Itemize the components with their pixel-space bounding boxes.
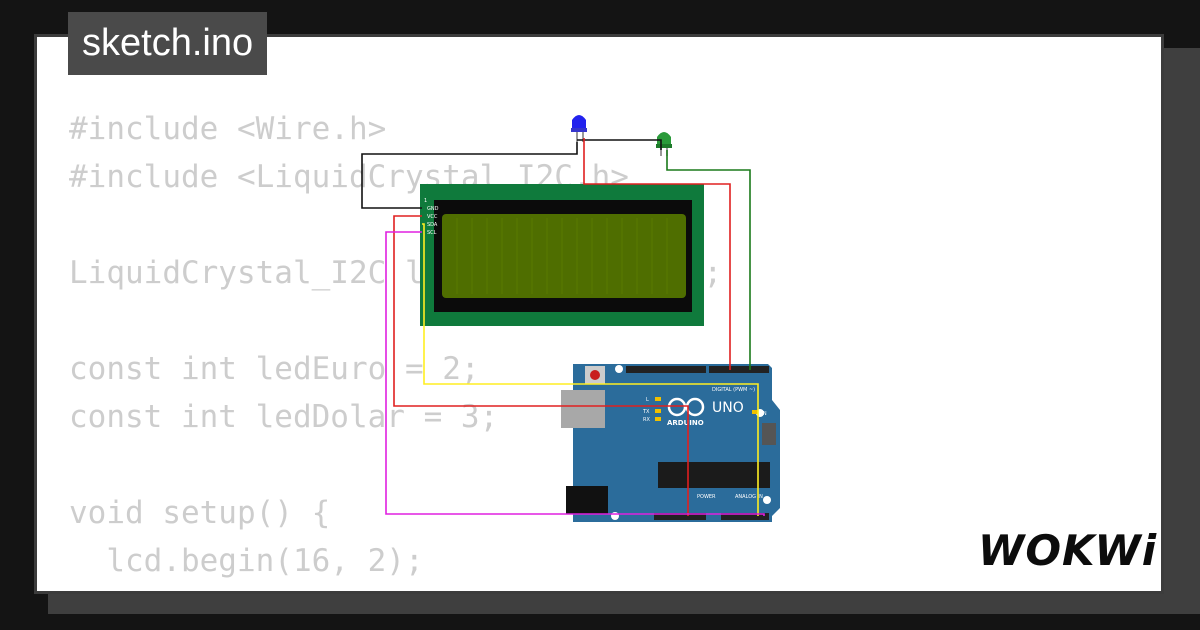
led-rx-label: RX xyxy=(643,417,650,423)
digital-label: DIGITAL (PWM ~) xyxy=(712,387,755,393)
on-label: ON xyxy=(759,411,767,417)
lcd-screen xyxy=(442,214,686,298)
wokwi-logo: WOKWi xyxy=(978,526,1158,575)
wire-magenta-scl xyxy=(385,231,765,516)
lcd-pin-1-label: 1 xyxy=(424,198,427,204)
lcd-module[interactable]: 1 GND VCC SDA SCL xyxy=(420,184,704,326)
sketch-title-tab[interactable]: sketch.ino xyxy=(68,12,268,75)
atmega-chip xyxy=(658,462,770,488)
wire-red-vcc xyxy=(393,215,689,516)
code-line: const int ledDolar = 3; xyxy=(69,399,499,435)
led-on-icon xyxy=(752,410,758,414)
lcd-pin-sda-label: SDA xyxy=(427,222,438,228)
reset-button-cap xyxy=(590,370,600,380)
arduino-logo-icon-right xyxy=(685,397,705,417)
led-l-icon xyxy=(655,397,661,401)
arduino-uno[interactable]: UNO ARDUINO DIGITAL (PWM ~) POWER ANALOG… xyxy=(561,364,780,522)
code-line: lcd.begin(16, 2); xyxy=(69,543,424,579)
green-led-icon[interactable] xyxy=(656,132,672,156)
uno-logo-text: UNO xyxy=(712,400,744,416)
mount-hole xyxy=(763,496,771,504)
wires xyxy=(361,138,765,516)
header-power xyxy=(654,513,706,520)
wire-green xyxy=(666,150,751,370)
arduino-logo-icon xyxy=(667,397,687,417)
header-right xyxy=(709,366,769,373)
lcd-pin-vcc-label: VCC xyxy=(427,214,438,220)
wire-black-green-led xyxy=(577,139,662,150)
lcd-pin-gnd-label: GND xyxy=(427,206,439,212)
header-analog xyxy=(721,513,769,520)
code-line: #include <Wire.h> xyxy=(69,111,387,147)
blue-led-icon[interactable] xyxy=(571,115,587,142)
lcd-char-grid xyxy=(456,218,668,294)
icsp-header xyxy=(762,423,776,445)
analog-label: ANALOG IN xyxy=(735,494,763,500)
wire-yellow-sda xyxy=(422,223,759,516)
power-jack-icon xyxy=(566,486,608,514)
arduino-brand-text: ARDUINO xyxy=(667,419,704,427)
code-line: const int ledEuro = 2; xyxy=(69,351,480,387)
code-line: void setup() { xyxy=(69,495,331,531)
lcd-pin-scl-label: SCL xyxy=(427,230,437,236)
wire-red-blue-led xyxy=(583,138,731,370)
power-label: POWER xyxy=(697,494,716,500)
led-rx-icon xyxy=(655,417,661,421)
header-left xyxy=(626,366,706,373)
led-tx-label: TX xyxy=(642,409,650,415)
led-tx-icon xyxy=(655,409,661,413)
mount-hole xyxy=(615,365,623,373)
led-l-label: L xyxy=(646,397,649,403)
wire-black xyxy=(361,142,578,209)
usb-port-icon xyxy=(561,390,605,428)
